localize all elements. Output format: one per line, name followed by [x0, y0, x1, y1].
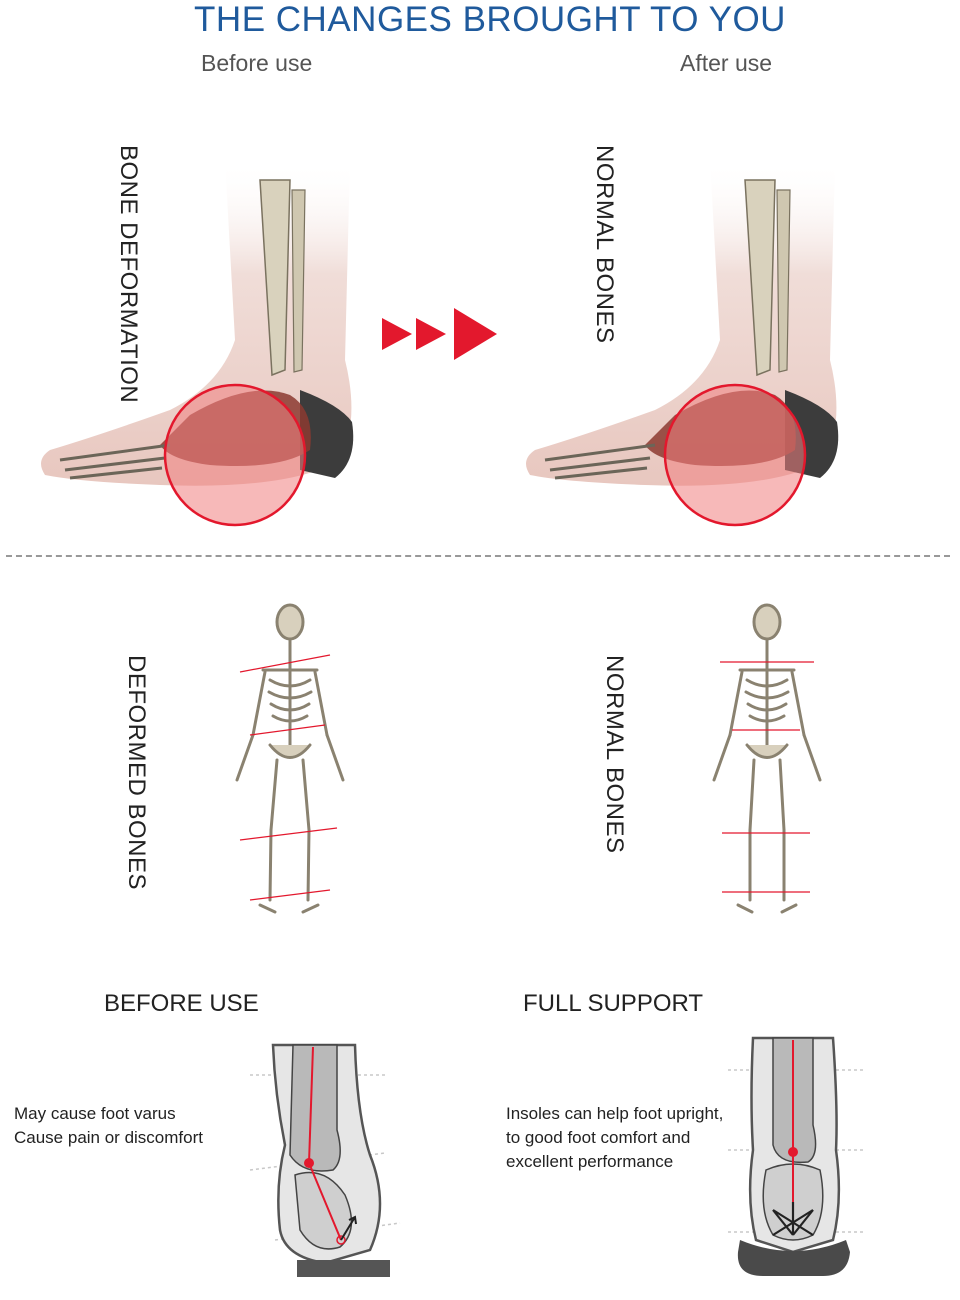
deformed-skeleton-illustration: [235, 603, 345, 914]
varus-heel-illustration: [249, 1043, 401, 1277]
deformed-foot-illustration: [41, 160, 354, 527]
normal-skeleton-illustration: [712, 603, 822, 914]
normal-bones-skeleton-label: NORMAL BONES: [601, 655, 628, 854]
description-line: May cause foot varus: [14, 1104, 176, 1123]
after-use-label: After use: [680, 50, 773, 76]
before-use-caption: BEFORE USE: [104, 990, 259, 1017]
normal-foot-illustration: [526, 160, 839, 527]
forward-arrows-icon: [382, 308, 497, 360]
page-title: THE CHANGES BROUGHT TO YOU: [194, 0, 786, 39]
description-line: Insoles can help foot upright,: [506, 1104, 724, 1123]
deformed-bones-label: DEFORMED BONES: [123, 655, 150, 891]
supported-heel-illustration: [728, 1036, 863, 1276]
before-use-description: May cause foot varus Cause pain or disco…: [14, 1102, 203, 1150]
section-divider: [6, 555, 950, 557]
before-use-label: Before use: [201, 50, 313, 76]
description-line: to good foot comfort and: [506, 1128, 691, 1147]
full-support-caption: FULL SUPPORT: [523, 990, 704, 1017]
normal-bones-foot-label: NORMAL BONES: [591, 145, 618, 344]
bone-deformation-label: BONE DEFORMATION: [115, 145, 142, 404]
description-line: Cause pain or discomfort: [14, 1128, 203, 1147]
full-support-description: Insoles can help foot upright, to good f…: [506, 1102, 723, 1174]
description-line: excellent performance: [506, 1152, 674, 1171]
